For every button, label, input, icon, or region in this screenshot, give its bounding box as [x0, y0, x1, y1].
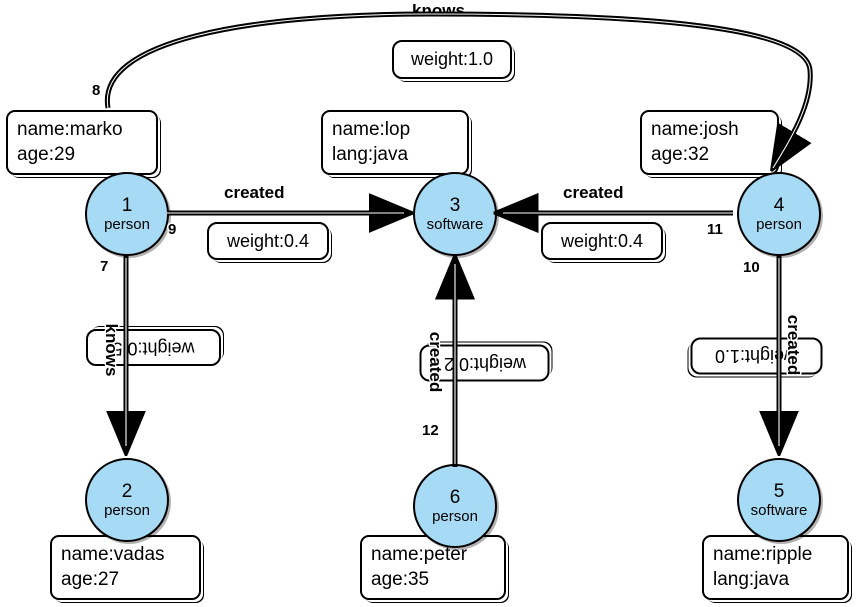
edge-11-weight-text: weight:0.4 [560, 230, 644, 251]
node-2[interactable]: 2 person [85, 458, 169, 542]
edge-12-id: 12 [422, 422, 439, 439]
node-4-prop-0: name:josh [651, 119, 739, 140]
node-1-label: person [104, 216, 150, 233]
node-5-prop-1: lang:java [713, 569, 790, 590]
node-2-prop-0: name:vadas [61, 544, 165, 565]
edge-9-weight-box: weight:0.4 [207, 222, 329, 260]
node-1-prop-1: age:29 [17, 144, 76, 165]
node-5-label: software [750, 502, 808, 519]
node-5[interactable]: 5 software [737, 458, 821, 542]
node-6-id: 6 [449, 487, 461, 508]
node-1-id: 1 [121, 195, 133, 216]
edge-8-highlight [106, 13, 811, 169]
node-6-prop-0: name:peter [371, 544, 468, 565]
node-1-prop-0: name:marko [17, 119, 123, 140]
node-4-label: person [756, 216, 802, 233]
node-6-label: person [432, 508, 478, 525]
node-2-prop-1: age:27 [61, 569, 120, 590]
edge-8-weight-text: weight:1.0 [410, 49, 494, 69]
node-2-property-box: name:vadas age:27 [50, 535, 201, 600]
node-2-label: person [104, 502, 150, 519]
node-5-id: 5 [773, 481, 785, 502]
node-6[interactable]: 6 person [413, 464, 497, 548]
edge-9-label: created [224, 183, 285, 202]
node-3-property-box: name:lop lang:java [321, 110, 469, 175]
node-4-id: 4 [773, 195, 785, 216]
node-3-id: 3 [449, 195, 461, 216]
edge-10-id: 10 [743, 259, 760, 276]
node-3-prop-1: lang:java [332, 144, 409, 165]
edge-11-weight-box: weight:0.4 [541, 222, 663, 260]
node-2-id: 2 [121, 481, 133, 502]
node-5-property-box: name:ripple lang:java [702, 535, 849, 600]
node-3-prop-0: name:lop [332, 119, 411, 140]
node-1-property-box: name:marko age:29 [6, 110, 158, 175]
edge-7-id: 7 [100, 258, 109, 275]
edge-9-id: 9 [168, 221, 177, 238]
edge-11-id: 11 [707, 221, 723, 238]
edge-8-id: 8 [92, 82, 101, 99]
node-6-property-box: name:peter age:35 [360, 535, 506, 600]
edge-9-weight-text: weight:0.4 [226, 230, 310, 251]
node-6-prop-1: age:35 [371, 569, 430, 590]
edge-11-label: created [563, 183, 624, 202]
node-3-label: software [426, 216, 484, 233]
node-4-prop-1: age:32 [651, 144, 710, 165]
edge-8-weight-box: weight:1.0 [392, 40, 512, 79]
node-5-prop-0: name:ripple [713, 544, 813, 565]
edge-8-path [104, 11, 813, 168]
